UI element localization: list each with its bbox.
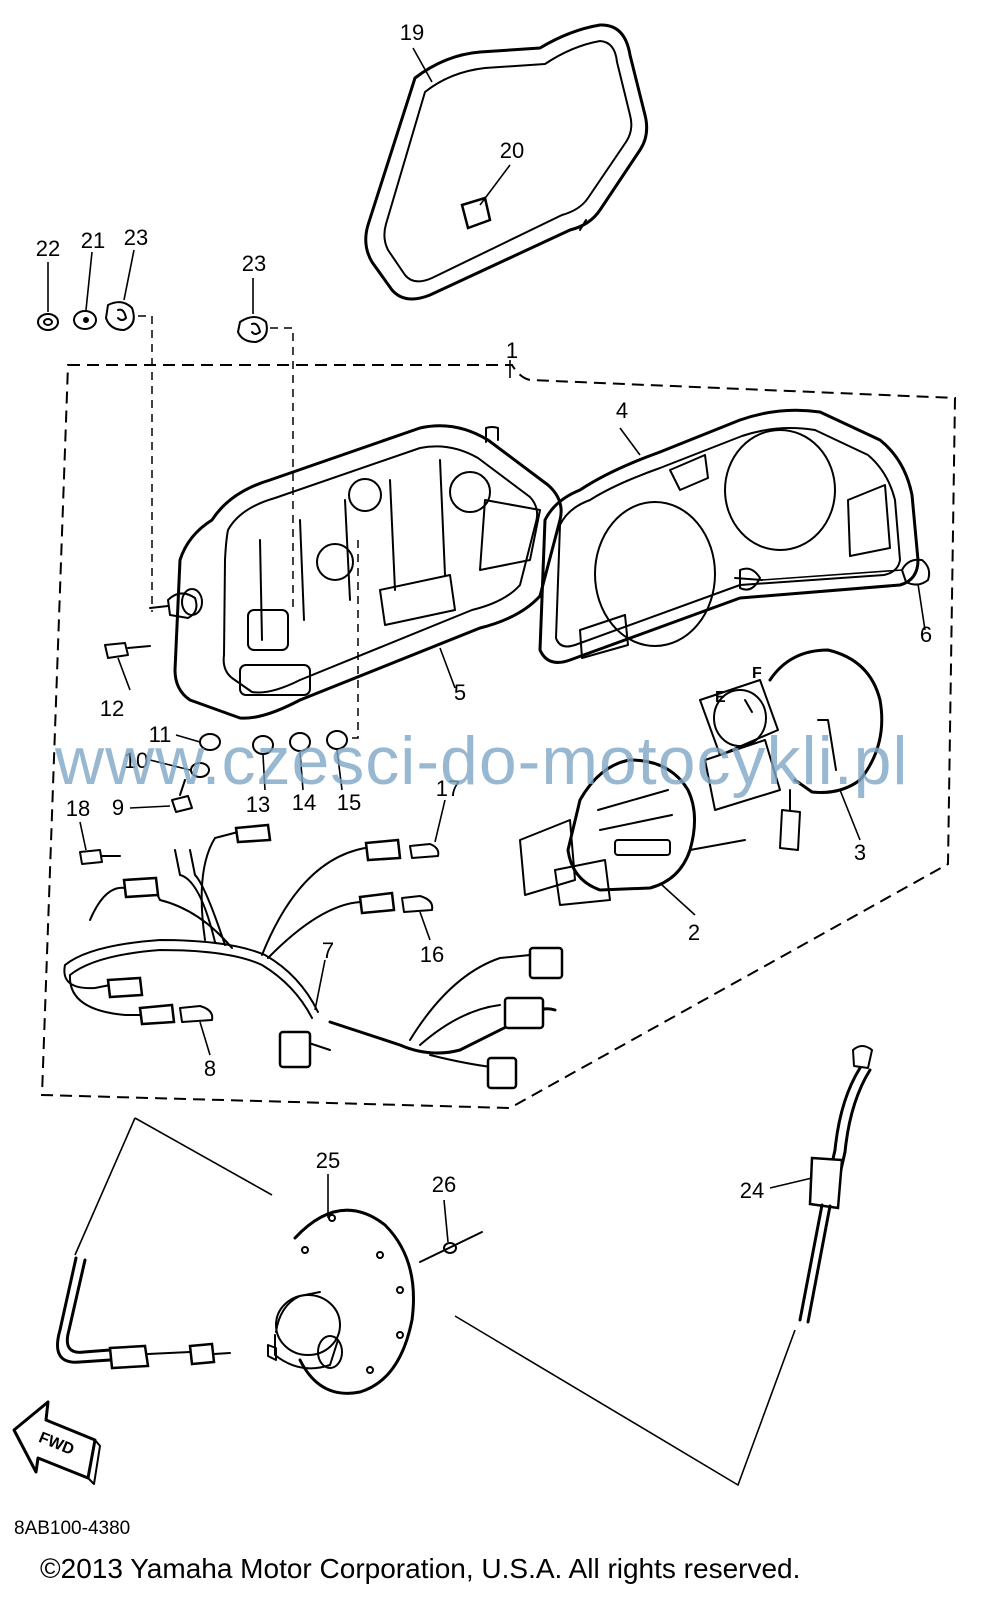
pin-part <box>419 1231 483 1263</box>
part-number-16: 16 <box>420 942 444 967</box>
part-number-3: 3 <box>854 840 866 865</box>
meter-case-part <box>173 424 563 720</box>
part-number-5: 5 <box>454 680 466 705</box>
screw-part <box>104 592 198 659</box>
bulb-part <box>179 843 440 1023</box>
bulb-cap-part <box>734 558 931 591</box>
part-number-14: 14 <box>292 790 316 815</box>
part-number-20: 20 <box>500 138 524 163</box>
fwd-label: FWD <box>36 1429 76 1458</box>
part-number-1: 1 <box>506 338 518 363</box>
part-number-8: 8 <box>204 1056 216 1081</box>
part-number-23-center: 23 <box>242 251 266 276</box>
part-number-26: 26 <box>432 1172 456 1197</box>
part-number-24: 24 <box>740 1178 764 1203</box>
drive-cable-part <box>56 1256 231 1370</box>
part-number-19: 19 <box>400 20 424 45</box>
meter-assembly-boundary <box>40 364 957 1110</box>
part-number-6: 6 <box>920 622 932 647</box>
fastener-set <box>79 730 348 865</box>
nut-part <box>37 313 59 331</box>
part-number-15: 15 <box>337 790 361 815</box>
part-number-10: 10 <box>124 748 148 773</box>
meter-panel-part <box>538 408 920 664</box>
fuel-full-letter: F <box>752 665 762 682</box>
part-number-22: 22 <box>36 236 60 261</box>
part-number-4: 4 <box>616 398 628 423</box>
part-number-25: 25 <box>316 1148 340 1173</box>
gauge-part-upper: E F <box>699 648 884 851</box>
part-number-12: 12 <box>100 696 124 721</box>
part-number-18: 18 <box>66 796 90 821</box>
speedometer-part <box>519 758 746 906</box>
part-number-7: 7 <box>322 938 334 963</box>
part-number-11: 11 <box>149 722 172 747</box>
part-number-23-left: 23 <box>124 225 148 250</box>
copyright-notice: ©2013 Yamaha Motor Corporation, U.S.A. A… <box>40 1553 801 1584</box>
part-number-17: 17 <box>436 776 460 801</box>
part-number-2: 2 <box>688 920 700 945</box>
wire-harness-part <box>63 831 564 1090</box>
part-number-13: 13 <box>246 792 270 817</box>
small-pad-part <box>460 196 492 230</box>
watermark-text: www.czesci-do-motocykli.pl <box>55 723 909 799</box>
part-number-21: 21 <box>81 228 105 253</box>
speedometer-cable-part <box>798 1045 873 1324</box>
fuel-empty-letter: E <box>715 689 726 706</box>
grommet-part-left <box>105 301 135 331</box>
forward-direction-arrow: FWD <box>12 1400 101 1485</box>
bulb-socket-part <box>106 823 402 1026</box>
grommet-part-center <box>237 316 268 343</box>
lens-cover-part <box>364 23 649 301</box>
washer-part <box>73 310 97 330</box>
diagram-code: 8AB100-4380 <box>14 1518 131 1539</box>
gear-unit-part <box>267 1208 415 1395</box>
part-number-9: 9 <box>112 795 124 820</box>
